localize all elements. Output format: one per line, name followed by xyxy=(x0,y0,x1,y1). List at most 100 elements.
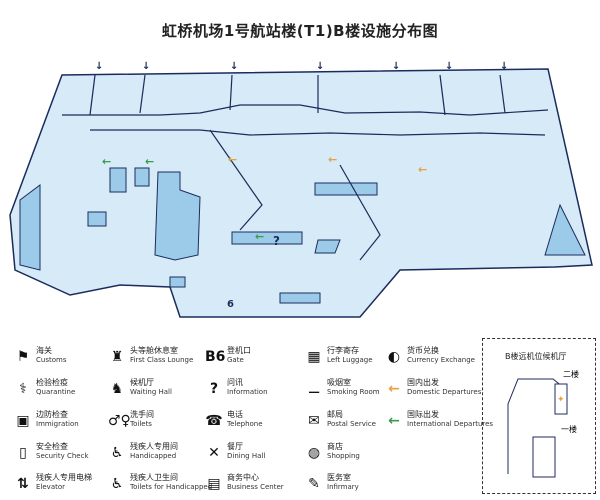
elevator-icon: ⇅ xyxy=(17,476,29,492)
international-departures-icon: ← xyxy=(102,155,111,168)
legend-label-zh: 残疾人专用电梯 xyxy=(36,473,92,482)
terminal-block xyxy=(314,239,341,254)
legend-label-zh: 货币兑换 xyxy=(407,346,439,355)
legend-label-zh: 商店 xyxy=(327,442,343,451)
floor-2-label: 二楼 xyxy=(563,370,579,379)
wall xyxy=(339,164,381,261)
gate-marker-icon: ↓ xyxy=(500,61,508,72)
legend-label-en: Smoking Room xyxy=(327,388,380,396)
legend-item: B6 登机口 Gate xyxy=(205,345,300,373)
legend-label-en: Handicapped xyxy=(130,452,177,460)
legend-label-zh: 商务中心 xyxy=(227,473,259,482)
legend-label-zh: 残疾人专用间 xyxy=(130,442,178,451)
legend-label-en: International Departures xyxy=(407,420,494,428)
gate-label: 6 xyxy=(227,299,234,310)
legend-label-en: Business Center xyxy=(227,483,284,491)
terminal-floor-map: ↓ ↓ ↓ ↓ ↓ ↓ ↓ ? 6 ← ← ← ← ← ← xyxy=(9,61,593,318)
terminal-block xyxy=(544,203,586,256)
gate-marker-icon: ↓ xyxy=(95,61,103,72)
legend-item: ← 国内出发 Domestic Departures xyxy=(385,377,482,405)
legend-label-zh: 国际出发 xyxy=(407,410,439,419)
legend-label-zh: 医务室 xyxy=(327,473,351,482)
legend-label-en: Shopping xyxy=(327,452,360,460)
wall xyxy=(62,104,549,116)
legend-item: ▤ 商务中心 Business Center xyxy=(205,472,300,500)
customs-icon: ⚑ xyxy=(16,349,30,365)
legend-label-en: Domestic Departures xyxy=(407,388,482,396)
terminal-block xyxy=(19,184,41,271)
legend-label-en: Waiting Hall xyxy=(130,388,172,396)
legend-label-en: First Class Lounge xyxy=(130,356,194,364)
legend-item: ♿ 残疾人卫生间 Toilets for Handicapped xyxy=(108,472,212,500)
legend-item: ♂♀ 洗手间 Toilets xyxy=(108,409,203,437)
map-title: 虹桥机场1号航站楼(T1)B楼设施分布图 xyxy=(161,22,439,40)
legend-item: ✎ 医务室 Infirmary xyxy=(305,472,400,500)
legend-label-zh: 吸烟室 xyxy=(327,378,351,387)
legend-item: ▣ 边防检查 Immigration xyxy=(14,409,109,437)
floor-1-label: 一楼 xyxy=(561,425,577,434)
legend-label-en: Immigration xyxy=(36,420,79,428)
gate-marker-icon: ↓ xyxy=(142,61,150,72)
gate-marker-icon: ↓ xyxy=(392,61,400,72)
legend-label-en: Information xyxy=(227,388,268,396)
legend-label-zh: 邮局 xyxy=(327,410,343,419)
smoking-room-icon: ⚊ xyxy=(307,381,321,397)
domestic-departures-icon: ← xyxy=(328,153,337,166)
legend-label-en: Gate xyxy=(227,356,244,364)
international-departures-icon: ← xyxy=(255,230,264,243)
gate-marker-icon: ↓ xyxy=(316,61,324,72)
legend-item: ✕ 餐厅 Dining Hall xyxy=(205,441,300,469)
toilets-icon: ♂♀ xyxy=(108,413,131,429)
left-luggage-icon: ▦ xyxy=(307,349,321,365)
wall xyxy=(209,129,263,231)
terminal-block xyxy=(109,167,127,193)
terminal-block xyxy=(169,276,186,288)
domestic-departures-icon: ← xyxy=(388,381,400,397)
legend-label-zh: 问讯 xyxy=(227,378,243,387)
legend-label-zh: 海关 xyxy=(36,346,52,355)
legend-label-en: Infirmary xyxy=(327,483,359,491)
legend-item: ♜ 头等舱休息室 First Class Lounge xyxy=(108,345,203,373)
legend-item: ⚕ 检验检疫 Quarantine xyxy=(14,377,109,405)
currency-exchange-icon: ◐ xyxy=(387,349,401,365)
terminal-block xyxy=(154,171,201,261)
inset-plan: ✦ xyxy=(507,378,568,478)
remote-stand-inset: B楼远机位候机厅 二楼 一楼 ✦ xyxy=(482,338,596,494)
handicapped-icon: ♿ xyxy=(110,445,124,461)
dining-hall-icon: ✕ xyxy=(208,445,220,461)
legend-label-zh: 头等舱休息室 xyxy=(130,346,178,355)
svg-text:✦: ✦ xyxy=(557,395,565,405)
legend-label-zh: 残疾人卫生间 xyxy=(130,473,178,482)
telephone-icon: ☎ xyxy=(205,413,223,429)
terminal-block xyxy=(87,211,107,227)
legend-label-zh: 候机厅 xyxy=(130,378,154,387)
legend-item: ▦ 行李寄存 Left Luggage xyxy=(305,345,400,373)
legend-label-zh: 行李寄存 xyxy=(327,346,359,355)
infirmary-icon: ✎ xyxy=(308,476,320,492)
legend-label-en: Telephone xyxy=(227,420,263,428)
international-departures-icon: ← xyxy=(388,413,400,429)
international-departures-icon: ← xyxy=(145,155,154,168)
legend-item: ⚊ 吸烟室 Smoking Room xyxy=(305,377,400,405)
business-center-icon: ▤ xyxy=(207,476,221,492)
legend-label-zh: 餐厅 xyxy=(227,442,243,451)
waiting-hall-icon: ♞ xyxy=(110,381,124,397)
terminal-block xyxy=(231,231,303,245)
legend-item: ? 问讯 Information xyxy=(205,377,300,405)
handicapped-toilets-icon: ♿ xyxy=(110,476,124,492)
legend-label-en: Customs xyxy=(36,356,67,364)
legend-item: ⚑ 海关 Customs xyxy=(14,345,109,373)
legend-item: ♞ 候机厅 Waiting Hall xyxy=(108,377,203,405)
postal-service-icon: ✉ xyxy=(308,413,320,429)
legend-label-en: Left Luggage xyxy=(327,356,373,364)
legend-item: ♿ 残疾人专用间 Handicapped xyxy=(108,441,203,469)
gate-marker-icon: ↓ xyxy=(230,61,238,72)
legend-label-zh: 电话 xyxy=(227,410,243,419)
legend-item: ◍ 商店 Shopping xyxy=(305,441,400,469)
terminal-block xyxy=(314,182,378,196)
legend-label-zh: 洗手间 xyxy=(130,410,154,419)
security-check-icon: ▯ xyxy=(19,445,27,461)
information-icon: ? xyxy=(209,381,219,397)
legend-label-en: Currency Exchange xyxy=(407,356,475,364)
legend-label-en: Toilets xyxy=(130,420,152,428)
